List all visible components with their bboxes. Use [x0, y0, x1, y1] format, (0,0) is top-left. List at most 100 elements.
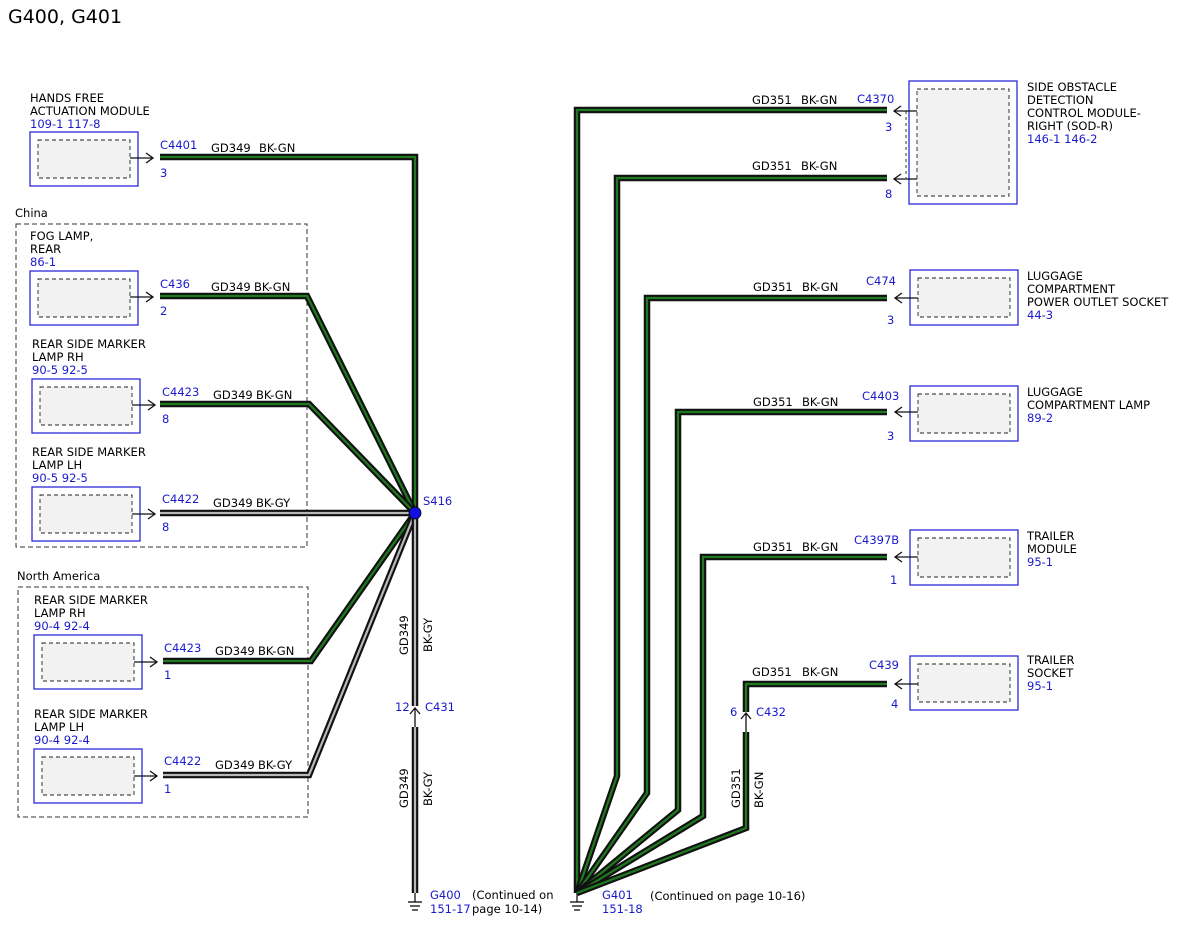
module-name: TRAILER — [1026, 529, 1074, 543]
connector-label: C4401 — [160, 138, 197, 152]
module-refs: 90-5 92-5 — [32, 471, 88, 485]
circuit-label: GD351 — [753, 540, 793, 554]
module-name: CONTROL MODULE- — [1027, 106, 1141, 120]
module-name: LAMP RH — [34, 606, 86, 620]
pin-label: 8 — [162, 520, 169, 534]
module-name: POWER OUTLET SOCKET — [1027, 295, 1169, 309]
wire-color-label: BK-GN — [258, 644, 294, 658]
circuit-label: GD349 — [215, 644, 255, 658]
wire-color-label: BK-GN — [802, 395, 838, 409]
ground-icon — [570, 893, 584, 911]
left-vertical-wire-labels: GD349 BK-GY GD349 BK-GY — [397, 615, 435, 808]
ground-label: G401 — [602, 888, 633, 902]
circuit-label: GD351 — [753, 395, 793, 409]
module-refs: 90-4 92-4 — [34, 619, 90, 633]
page-title: G400, G401 — [8, 6, 122, 28]
module-name: RIGHT (SOD-R) — [1027, 119, 1113, 133]
circuit-label: GD349 — [397, 615, 411, 655]
connector-label: C432 — [756, 705, 786, 719]
inline-connector-c431: 12 C431 — [395, 700, 455, 727]
connector-label: C4423 — [162, 385, 199, 399]
module-name: SIDE OBSTACLE — [1027, 80, 1117, 94]
hands-free-actuation-module: HANDS FREE ACTUATION MODULE 109-1 117-8 … — [29, 91, 295, 187]
connector-arrow-icon — [740, 711, 752, 732]
pin-label: 3 — [885, 120, 892, 134]
splice-dot-icon — [408, 506, 422, 520]
wire-color-label: BK-GN — [801, 159, 837, 173]
module-name: HANDS FREE — [30, 91, 104, 105]
inline-connector-c432: 6 C432 — [730, 705, 786, 732]
module-refs: 44-3 — [1027, 308, 1053, 322]
ground-label: G400 — [430, 888, 461, 902]
circuit-label: GD349 — [211, 141, 251, 155]
circuit-label: GD349 — [397, 768, 411, 808]
module-name: REAR — [30, 242, 61, 256]
wire-color-label: BK-GN — [802, 280, 838, 294]
module-name: REAR SIDE MARKER — [34, 593, 148, 607]
rear-side-marker-lamp-lh-north-america: REAR SIDE MARKER LAMP LH 90-4 92-4 C4422… — [33, 707, 293, 804]
module-refs: 90-4 92-4 — [34, 733, 90, 747]
wire-color-label: BK-GN — [254, 280, 290, 294]
right-wires — [573, 106, 887, 897]
continued-note: (Continued on — [472, 888, 553, 902]
connector-arrow-icon — [409, 706, 421, 727]
luggage-compartment-lamp: LUGGAGE COMPARTMENT LAMP 89-2 C4403 3 GD… — [753, 385, 1150, 443]
connector-label: C439 — [869, 658, 899, 672]
wire-color-label: BK-GN — [802, 540, 838, 554]
pin-label: 4 — [891, 697, 898, 711]
module-refs: 86-1 — [30, 255, 56, 269]
rear-side-marker-lamp-rh-china: REAR SIDE MARKER LAMP RH 90-5 92-5 C4423… — [31, 337, 292, 434]
wire-color-label: BK-GN — [802, 665, 838, 679]
connector-label: C4422 — [164, 754, 201, 768]
connector-label: C4403 — [862, 389, 899, 403]
wire-color-label: BK-GY — [258, 758, 293, 772]
module-name: LUGGAGE — [1027, 269, 1083, 283]
circuit-label: GD351 — [752, 159, 792, 173]
north-america-group-label: North America — [17, 569, 100, 583]
module-name: COMPARTMENT LAMP — [1027, 398, 1150, 412]
module-name: MODULE — [1027, 542, 1077, 556]
pin-label: 8 — [162, 412, 169, 426]
wire-color-label: BK-GN — [256, 388, 292, 402]
circuit-label: GD349 — [211, 280, 251, 294]
module-refs: 95-1 — [1027, 679, 1053, 693]
pin-label: 1 — [164, 782, 171, 796]
module-refs: 95-1 — [1027, 555, 1053, 569]
module-refs: 109-1 117-8 — [30, 117, 101, 131]
connector-label: C4422 — [162, 492, 199, 506]
fog-lamp-rear-module: FOG LAMP, REAR 86-1 C436 2 GD349 BK-GN — [29, 229, 290, 326]
pin-label: 3 — [160, 166, 167, 180]
module-name: LUGGAGE — [1027, 385, 1083, 399]
ground-ref: 151-17 — [430, 902, 471, 916]
module-name: ACTUATION MODULE — [30, 104, 150, 118]
luggage-compartment-power-outlet-socket: LUGGAGE COMPARTMENT POWER OUTLET SOCKET … — [753, 269, 1169, 327]
connector-label: C436 — [160, 277, 190, 291]
connector-label: C431 — [425, 700, 455, 714]
circuit-label: GD349 — [215, 758, 255, 772]
pin-label: 3 — [887, 429, 894, 443]
pin-label: 2 — [160, 304, 167, 318]
pin-label: 6 — [730, 705, 737, 719]
wire-color-label: BK-GY — [421, 617, 435, 652]
pin-label: 3 — [887, 313, 894, 327]
right-vertical-wire-labels: GD351 BK-GN — [729, 768, 766, 808]
china-group-label: China — [15, 206, 48, 220]
module-refs: 90-5 92-5 — [32, 363, 88, 377]
continued-note: page 10-14) — [472, 902, 542, 916]
circuit-label: GD349 — [213, 388, 253, 402]
module-name: DETECTION — [1027, 93, 1094, 107]
pin-label: 1 — [164, 668, 171, 682]
connector-label: C4370 — [857, 92, 894, 106]
continued-note: (Continued on page 10-16) — [650, 889, 805, 903]
side-obstacle-detection-module: SIDE OBSTACLE DETECTION CONTROL MODULE- … — [752, 80, 1141, 205]
splice-s416: S416 — [408, 494, 452, 520]
circuit-label: GD351 — [729, 768, 743, 808]
wire-color-label: BK-GY — [256, 496, 291, 510]
wire-color-label: BK-GN — [259, 141, 295, 155]
pin-label: 12 — [395, 700, 410, 714]
trailer-socket: TRAILER SOCKET 95-1 C439 4 GD351 BK-GN — [752, 653, 1074, 711]
module-name: FOG LAMP, — [30, 229, 93, 243]
module-name: REAR SIDE MARKER — [32, 445, 146, 459]
module-refs: 146-1 146-2 — [1027, 132, 1098, 146]
circuit-label: GD349 — [213, 496, 253, 510]
